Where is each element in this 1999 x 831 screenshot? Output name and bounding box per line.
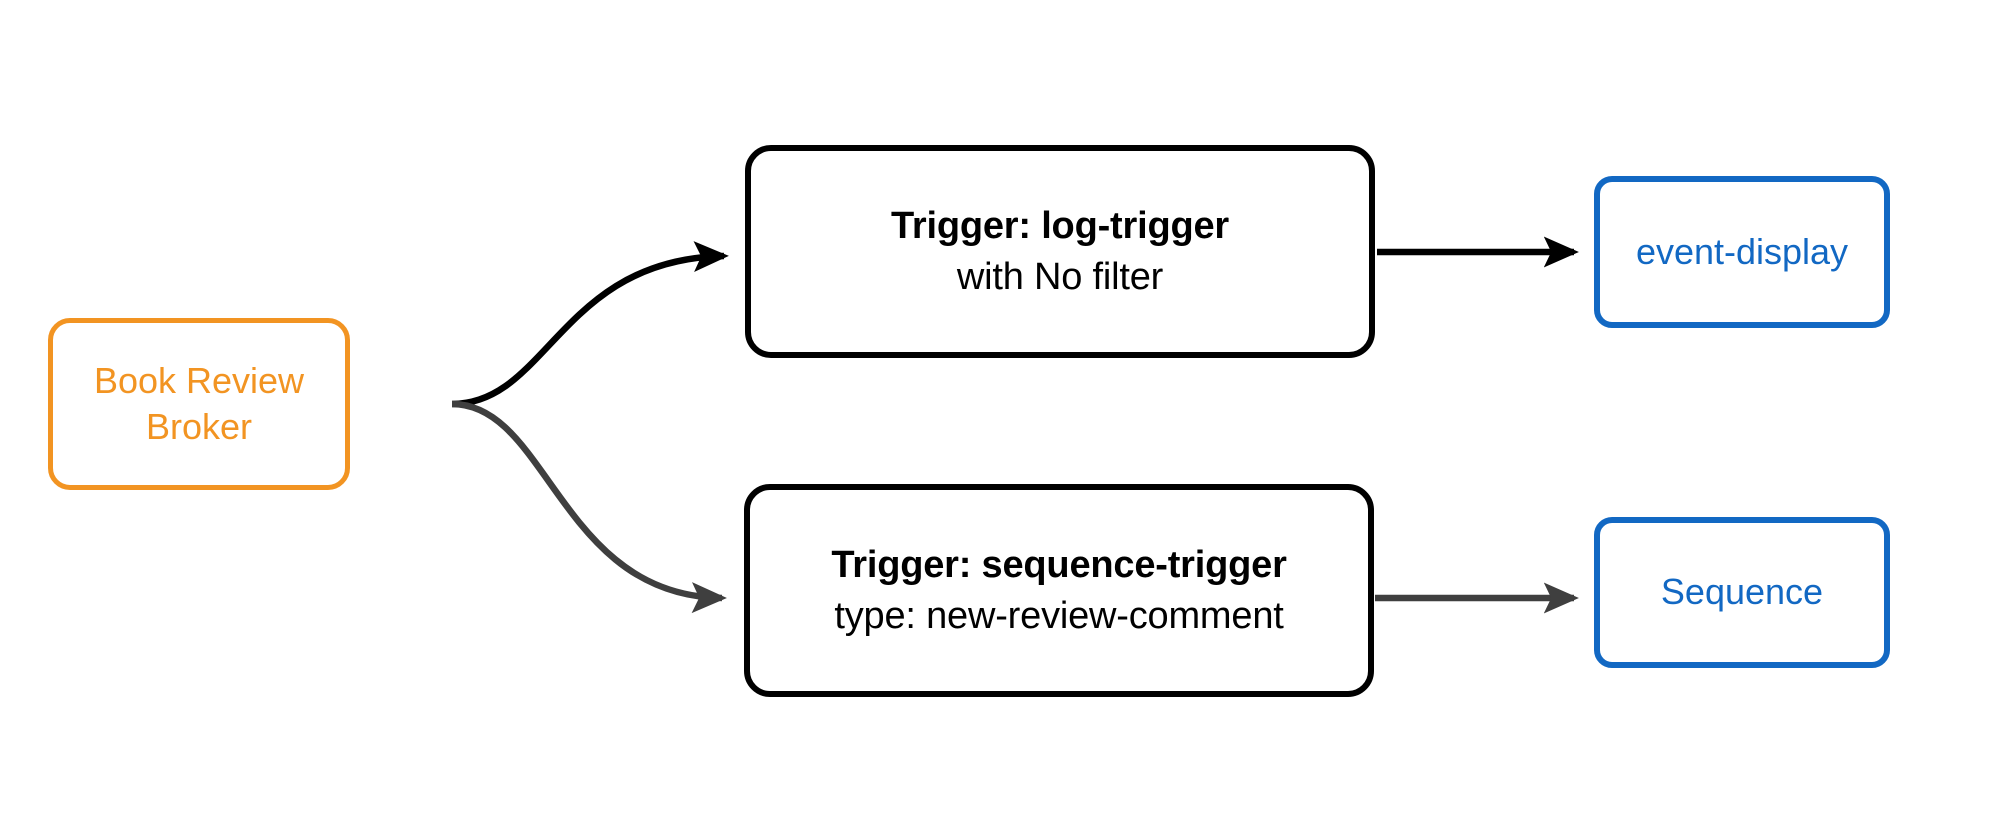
edge-broker-to-sequence-trigger [451, 400, 727, 614]
broker-label-line-1: Book Review [93, 359, 305, 401]
trigger-log-title: Trigger: log-trigger [890, 204, 1229, 247]
trigger-sequence-title: Trigger: sequence-trigger [831, 543, 1287, 586]
node-trigger-sequence-trigger[interactable]: Trigger: sequence-trigger type: new-revi… [744, 484, 1374, 697]
node-sink-event-display[interactable]: event-display [1594, 176, 1890, 328]
node-trigger-log-trigger[interactable]: Trigger: log-trigger with No filter [745, 145, 1375, 358]
node-sink-sequence[interactable]: Sequence [1594, 517, 1890, 668]
broker-label-line-2: Broker [145, 406, 253, 447]
sink-sequence-label: Sequence [1660, 571, 1824, 613]
node-book-review-broker[interactable]: Book Review Broker [48, 318, 350, 490]
edge-broker-to-log-trigger [451, 241, 729, 408]
trigger-log-subtitle: with No filter [956, 255, 1164, 298]
sink-event-display-label: event-display [1635, 230, 1849, 272]
trigger-sequence-subtitle: type: new-review-comment [834, 594, 1284, 637]
